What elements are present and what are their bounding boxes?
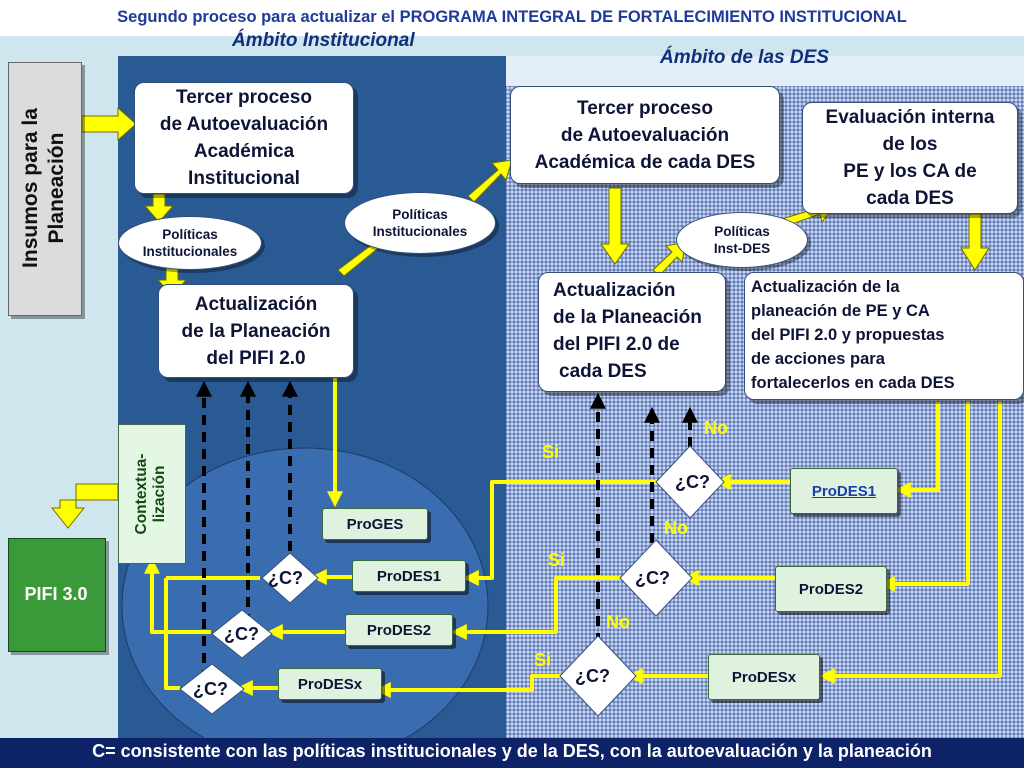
evaluacion-line2: de los <box>882 134 938 155</box>
ambito-institucional-label: Ámbito Institucional <box>232 30 415 51</box>
footer-note: C= consistente con las políticas institu… <box>92 741 932 761</box>
decision-diamond-des-3 <box>559 635 637 717</box>
arrow-actualizacion-pe-to-prodes2 <box>878 402 970 592</box>
label-no-3: No <box>606 612 630 632</box>
tercer-proceso-institucional-box: Tercer proceso de Autoevaluación Académi… <box>134 82 354 194</box>
actualizacion-pe-line5: fortalecerlos en cada DES <box>751 374 955 392</box>
evaluacion-line4: cada DES <box>866 188 954 209</box>
politicas-left-line2: Institucionales <box>142 244 238 259</box>
decision-label-des-3: ¿C? <box>575 666 610 686</box>
proges-box: ProGES <box>322 508 428 540</box>
politicas-mid-line1: Políticas <box>392 207 448 222</box>
tercer-inst-line4: Institucional <box>188 168 300 189</box>
des-panel-top-band <box>506 56 1024 86</box>
arrow-des-si3 <box>374 674 564 698</box>
tercer-des-line2: de Autoevaluación <box>560 124 730 146</box>
decision-diamond-left-2 <box>211 609 273 659</box>
footer-bar <box>0 738 1024 768</box>
actualizacion-des-line4: cada DES <box>559 361 647 382</box>
decision-diamond-left-3 <box>179 663 245 715</box>
label-no-2: No <box>664 518 688 538</box>
arrow-insumos-to-tercer <box>81 106 137 142</box>
politicas-left-line1: Políticas <box>162 227 218 242</box>
actualizacion-planeacion-institucional-box: Actualización de la Planeación del PIFI … <box>158 284 354 378</box>
insumos-box <box>8 62 82 316</box>
actualizacion-pe-line4: de acciones para <box>751 350 885 368</box>
contextualizacion-line2: lización <box>151 465 168 523</box>
politicas-institucionales-left-ellipse: Políticas Institucionales <box>118 216 262 270</box>
decision-label-des-2: ¿C? <box>635 568 670 588</box>
contextualizacion-box <box>118 424 186 564</box>
contextualizacion-line1: Contextua- <box>133 453 150 535</box>
tercer-des-line3: Académica de cada DES <box>534 151 756 173</box>
politicas-mid-line2: Institucionales <box>372 224 468 239</box>
tercer-inst-line2: de Autoevaluación <box>159 114 329 135</box>
actualizacion-pe-line3: del PIFI 2.0 y propuestas <box>751 326 945 344</box>
arrow-tercer-to-politicas <box>143 193 175 223</box>
actualizacion-pe-line2: planeación de PE y CA <box>751 302 930 320</box>
connector-decision3-to-ctx <box>164 578 180 690</box>
connector-decision2-to-ctx <box>144 557 211 634</box>
tercer-inst-line3: Académica <box>193 141 295 162</box>
label-si-1: Si <box>542 442 560 462</box>
pifi3-document <box>8 538 106 652</box>
arrow-des-si1-to-prodes1 <box>462 480 660 586</box>
evaluacion-line3: PE y los CA de <box>843 161 977 182</box>
tercer-proceso-des-box: Tercer proceso de Autoevaluación Académi… <box>510 86 780 184</box>
evaluacion-line1: Evaluación interna <box>825 107 995 128</box>
arrow-des-si2 <box>450 576 624 640</box>
pifi3-label: PIFI 3.0 <box>24 584 88 604</box>
prodes2-box-left: ProDES2 <box>345 614 453 646</box>
arrow-actualizacion-pe-to-prodes1 <box>894 402 940 498</box>
arrow-tercer-des-to-actualizacion <box>600 187 630 265</box>
politicas-inst-des-ellipse: Políticas Inst-DES <box>676 212 808 268</box>
ambito-des-label: Ámbito de las DES <box>660 47 829 68</box>
header-bar <box>0 0 1024 36</box>
prodesx-box-left: ProDESx <box>278 668 382 700</box>
decision-label-des-1: ¿C? <box>675 472 710 492</box>
decision-diamond-des-2 <box>619 539 693 617</box>
actualizacion-pe-line1: Actualización de la <box>751 278 900 296</box>
decision-label-left-1: ¿C? <box>268 568 303 588</box>
tercer-des-line1: Tercer proceso <box>577 97 713 119</box>
prodesx-box-des: ProDESx <box>708 654 820 700</box>
actualizacion-pe-ca-box: Actualización de la planeación de PE y C… <box>744 272 1024 400</box>
evaluacion-interna-box: Evaluación interna de los PE y los CA de… <box>802 102 1018 214</box>
prodes1-des-label: ProDES1 <box>811 482 877 500</box>
politicas-des-line1: Políticas <box>714 224 770 239</box>
prodes1-box-left: ProDES1 <box>352 560 466 592</box>
actualizacion-des-line1: Actualización <box>553 280 676 301</box>
arrow-evaluacion-to-actualizacion-pe <box>960 213 990 271</box>
prodes1-box-des: ProDES1 <box>790 468 898 514</box>
decision-diamond-left-1 <box>261 552 319 604</box>
actualizacion-inst-line1: Actualización <box>194 293 318 315</box>
tercer-inst-line1: Tercer proceso <box>176 87 312 108</box>
politicas-des-line2: Inst-DES <box>713 241 771 256</box>
page-title: Segundo proceso para actualizar el PROGR… <box>117 8 907 26</box>
prodes2-box-des: ProDES2 <box>775 566 887 612</box>
actualizacion-planeacion-des-box: Actualización de la Planeación del PIFI … <box>538 272 726 392</box>
decision-diamond-des-1 <box>655 445 725 519</box>
label-si-3: Si <box>534 650 552 670</box>
arrow-politicas-mid-to-tercer-des <box>467 159 513 203</box>
actualizacion-des-line3: del PIFI 2.0 de <box>553 334 680 355</box>
politicas-institucionales-mid-ellipse: Políticas Institucionales <box>344 192 496 254</box>
decision-label-left-2: ¿C? <box>224 624 259 644</box>
arrow-contextualizacion-to-pifi <box>50 483 119 529</box>
label-no-1: No <box>704 418 728 438</box>
label-si-2: Si <box>548 550 566 570</box>
arrow-actualizacion-pe-to-prodesx <box>818 402 1002 684</box>
decision-label-left-3: ¿C? <box>193 679 228 699</box>
actualizacion-inst-line3: del PIFI 2.0 <box>206 347 306 369</box>
actualizacion-inst-line2: de la Planeación <box>181 320 331 342</box>
actualizacion-des-line2: de la Planeación <box>553 307 702 328</box>
contextualizacion-label: Contextua- lización <box>133 454 169 535</box>
